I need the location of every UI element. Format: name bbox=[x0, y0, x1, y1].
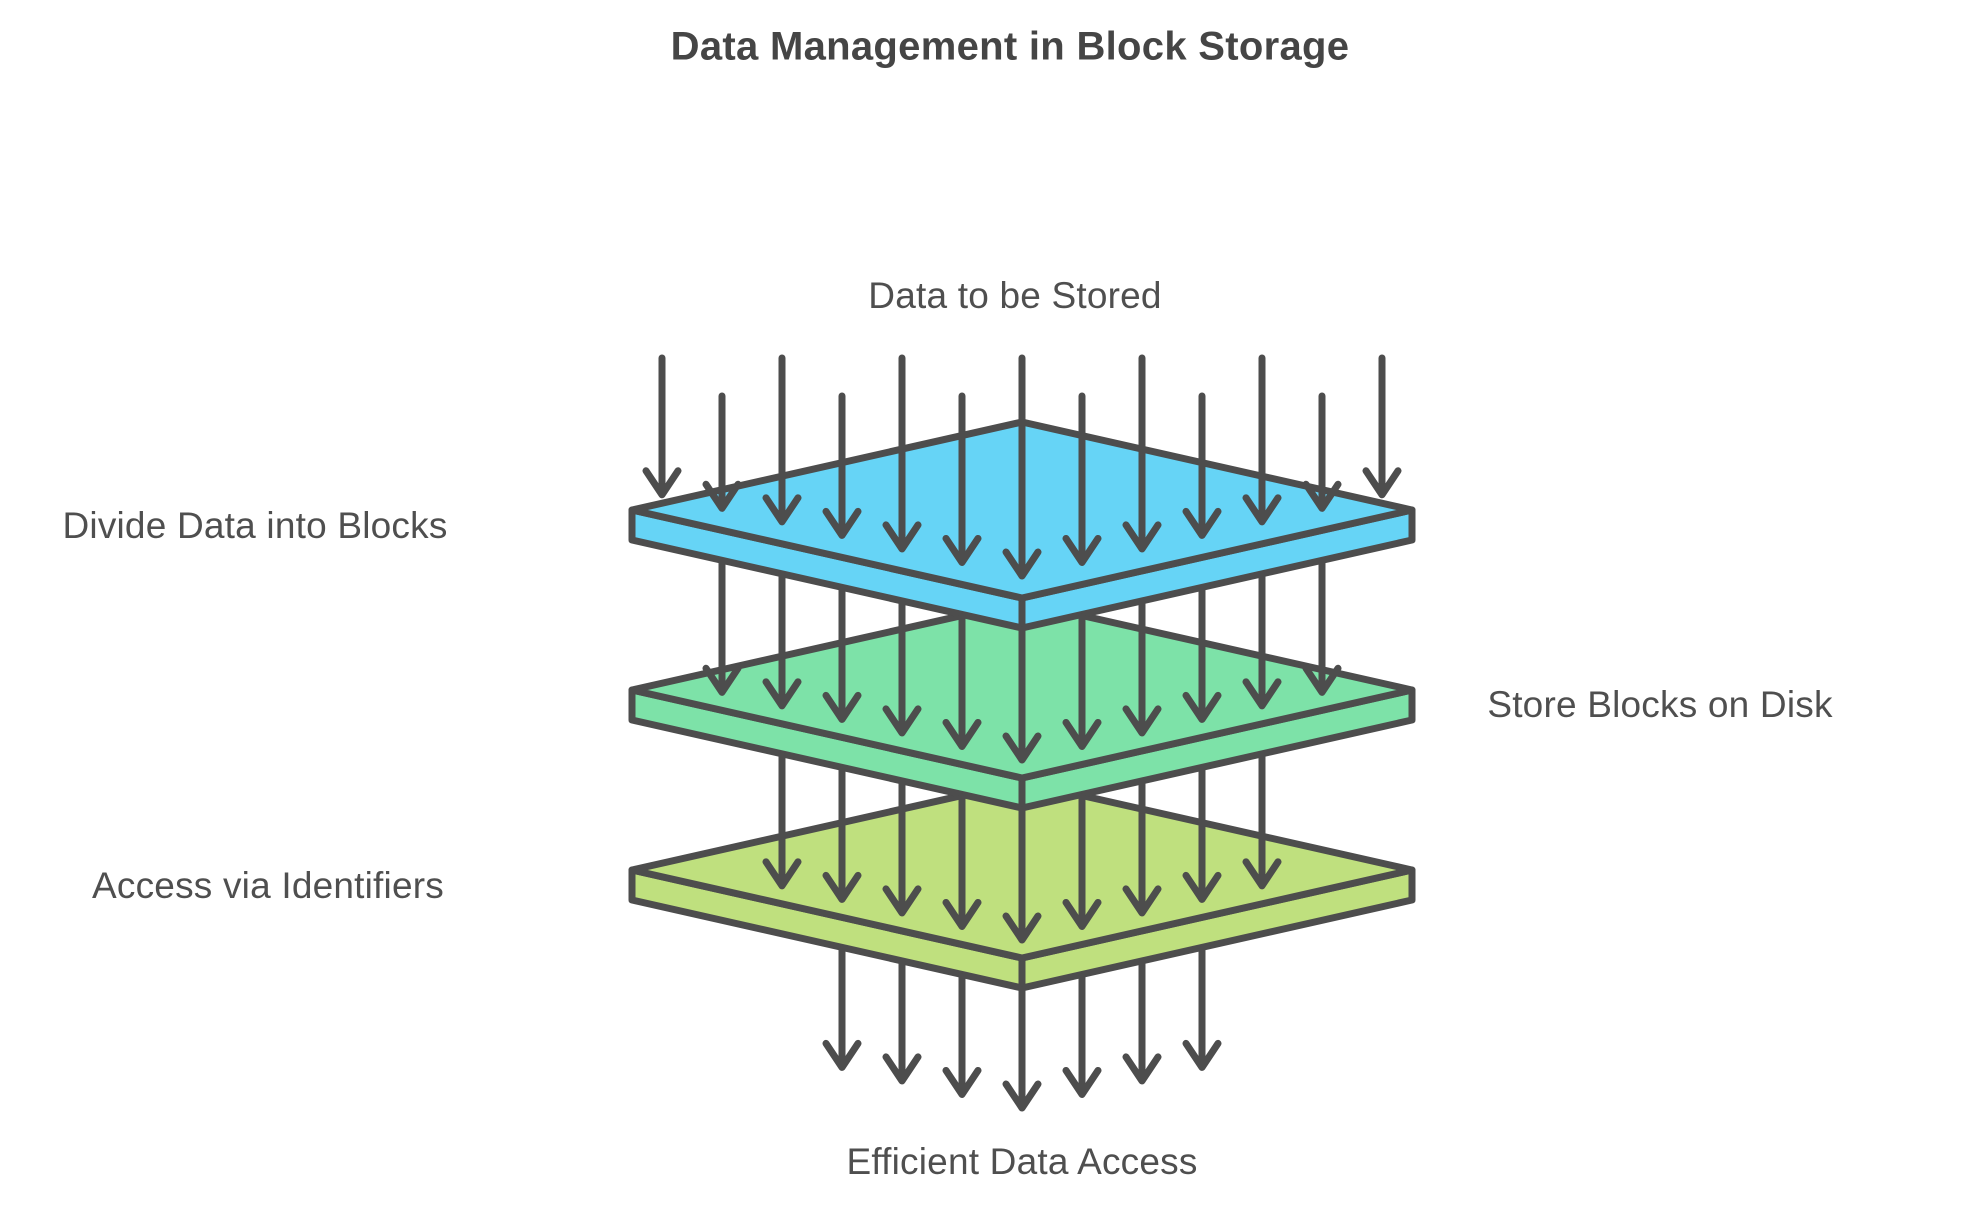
arrow-row-incoming bbox=[642, 354, 1402, 580]
output-label: Efficient Data Access bbox=[846, 1141, 1198, 1182]
arrow-row-outgoing bbox=[822, 945, 1222, 1112]
arrow-row-store-to-access bbox=[762, 752, 1282, 944]
layer-label-access: Access via Identifiers bbox=[92, 865, 444, 906]
layer-label-store: Store Blocks on Disk bbox=[1487, 684, 1833, 725]
input-label: Data to be Stored bbox=[868, 275, 1162, 316]
diagram-title: Data Management in Block Storage bbox=[670, 24, 1350, 69]
layer-label-divide: Divide Data into Blocks bbox=[62, 505, 448, 546]
arrow-row-divide-to-store bbox=[702, 558, 1342, 764]
